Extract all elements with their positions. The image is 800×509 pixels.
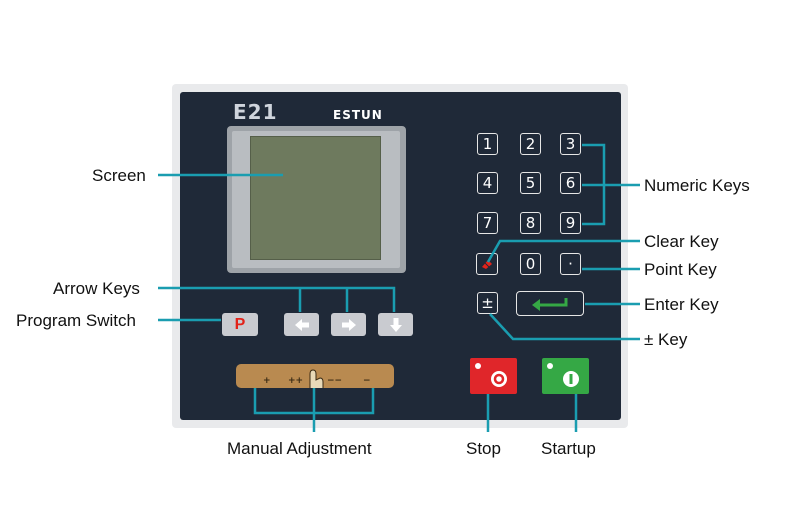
arrow-left-button[interactable]	[284, 313, 319, 336]
stop-button[interactable]	[470, 358, 517, 394]
key-3[interactable]: 3	[560, 133, 581, 155]
manual-plus-plus[interactable]: ++	[288, 376, 304, 386]
enter-key[interactable]	[516, 291, 584, 316]
key-7[interactable]: 7	[477, 212, 498, 234]
label-manual-adjustment: Manual Adjustment	[227, 439, 372, 458]
label-point-key: Point Key	[644, 260, 717, 279]
label-stop: Stop	[466, 439, 501, 458]
enter-arrow-icon	[532, 297, 568, 311]
key-0[interactable]: 0	[520, 253, 541, 275]
stop-icon	[475, 363, 507, 387]
label-screen: Screen	[92, 166, 146, 185]
arrow-right-button[interactable]	[331, 313, 366, 336]
callout-line-plus-minus	[489, 313, 640, 341]
clear-key[interactable]	[476, 253, 498, 275]
label-arrow-keys: Arrow Keys	[53, 279, 140, 298]
plus-minus-key[interactable]: ±	[477, 292, 498, 314]
label-startup: Startup	[541, 439, 596, 458]
callout-line-arrow-keys	[158, 286, 396, 312]
label-plus-minus-key: ± Key	[644, 330, 688, 349]
label-numeric-keys: Numeric Keys	[644, 176, 750, 195]
clear-icon	[482, 260, 492, 269]
manual-plus[interactable]: +	[263, 376, 271, 386]
key-9[interactable]: 9	[560, 212, 581, 234]
lcd-screen	[250, 136, 381, 260]
brand-logo: ESTUN	[333, 108, 383, 122]
arrow-left-icon	[294, 318, 309, 331]
key-2[interactable]: 2	[520, 133, 541, 155]
arrow-down-button[interactable]	[378, 313, 413, 336]
label-enter-key: Enter Key	[644, 295, 719, 314]
key-8[interactable]: 8	[520, 212, 541, 234]
arrow-down-icon	[389, 317, 402, 332]
point-key[interactable]: ·	[560, 253, 581, 275]
label-clear-key: Clear Key	[644, 232, 719, 251]
manual-minus[interactable]: −	[363, 376, 371, 386]
key-4[interactable]: 4	[477, 172, 498, 194]
startup-icon	[547, 363, 579, 387]
arrow-right-icon	[341, 318, 356, 331]
callout-line-clear	[486, 239, 640, 263]
key-5[interactable]: 5	[520, 172, 541, 194]
key-6[interactable]: 6	[560, 172, 581, 194]
label-program-switch: Program Switch	[16, 311, 136, 330]
model-logo: E21	[233, 100, 278, 124]
startup-button[interactable]	[542, 358, 589, 394]
program-switch-button[interactable]: P	[222, 313, 258, 336]
manual-minus-minus[interactable]: −−	[327, 376, 343, 386]
key-1[interactable]: 1	[477, 133, 498, 155]
